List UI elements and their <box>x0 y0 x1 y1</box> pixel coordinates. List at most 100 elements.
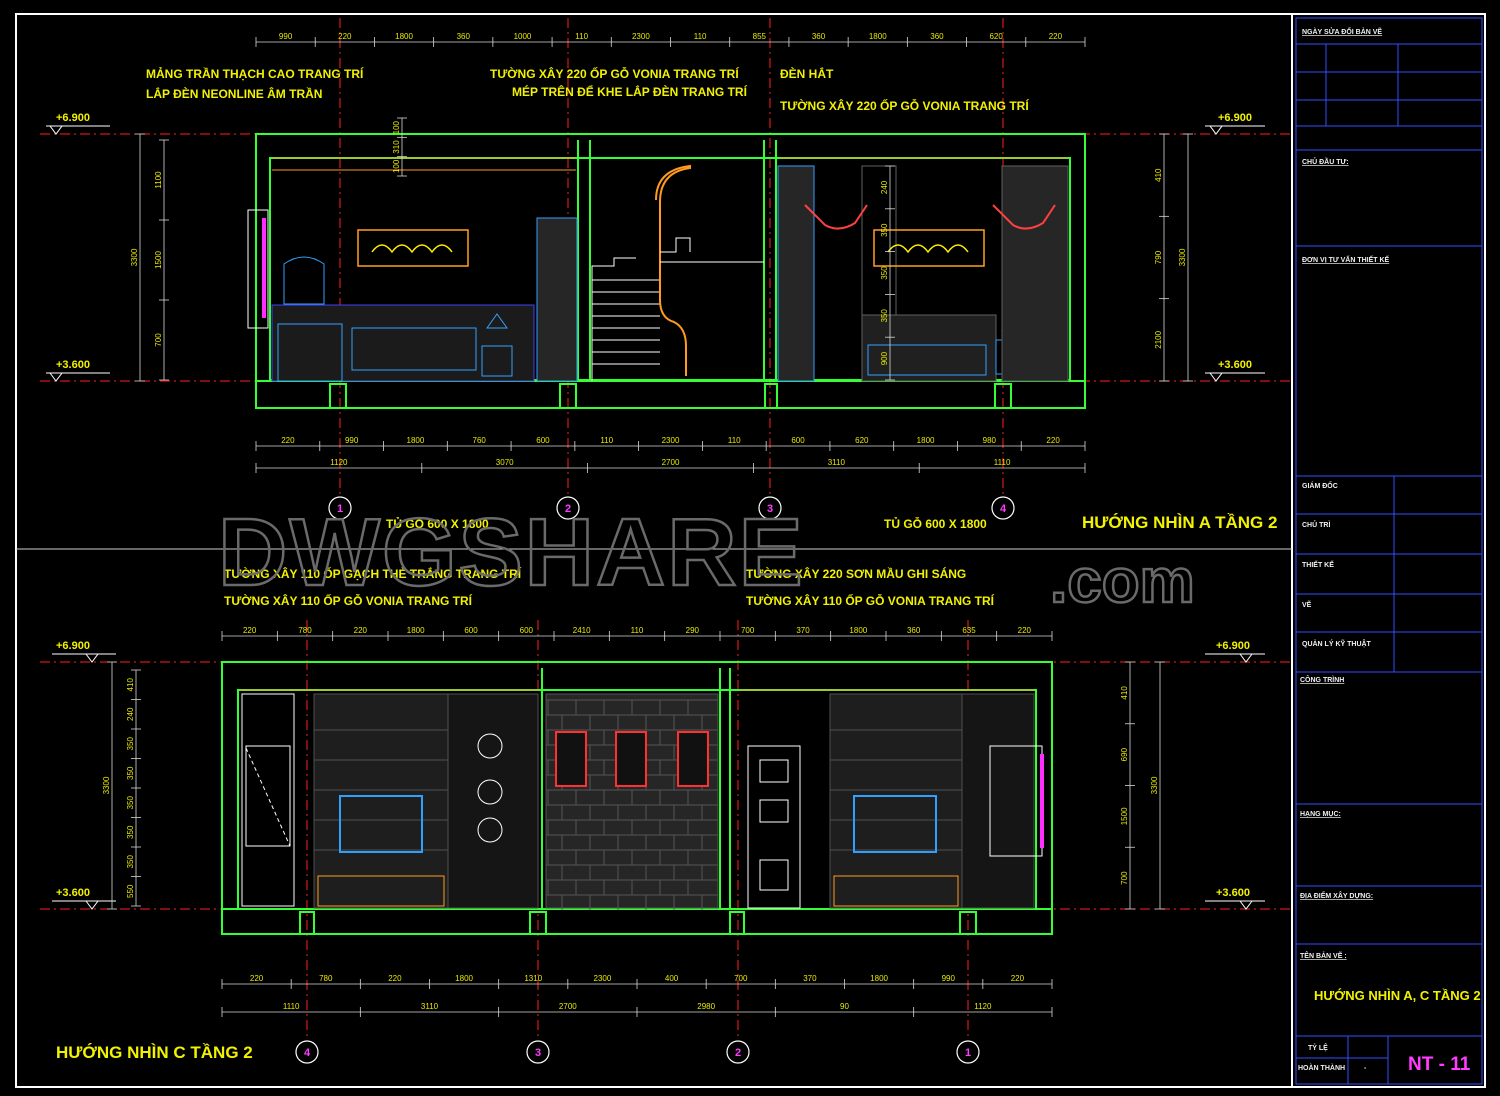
view-title: HƯỚNG NHÌN C TẦNG 2 <box>56 1043 253 1062</box>
annotations-c: TƯỜNG XÂY 110 ỐP GẠCH THẺ TRẮNG TRANG TR… <box>56 566 995 1062</box>
axis-number: 4 <box>304 1047 311 1059</box>
dimension-label: 220 <box>338 32 352 41</box>
qc-label: QUẢN LÝ KỸ THUẬT <box>1302 639 1372 648</box>
drafter-label: VẼ <box>1302 600 1312 609</box>
dimension-label: 3110 <box>828 458 846 467</box>
dimension-label: 410 <box>1120 686 1129 700</box>
dimension-label: 2700 <box>662 458 680 467</box>
dimension-label: 1100 <box>154 171 163 189</box>
dimension-label: 700 <box>1120 871 1129 885</box>
location-label: ĐỊA ĐIỂM XÂY DỰNG: <box>1300 891 1373 900</box>
annotations-a: MẢNG TRẦN THẠCH CAO TRANG TRÍ LẮP ĐÈN NE… <box>146 66 1277 532</box>
bedroom-1 <box>271 217 578 382</box>
dimension-label: 3070 <box>496 458 514 467</box>
dimension-label: 240 <box>880 180 889 194</box>
dimension-label: 620 <box>989 32 1003 41</box>
dimension-label: 370 <box>796 626 810 635</box>
dimension-label: 620 <box>855 436 869 445</box>
dimension-label: 700 <box>154 333 163 347</box>
tv-cabinet <box>317 875 445 907</box>
dimension-label: 1120 <box>330 458 348 467</box>
wall-outline-c <box>221 661 1053 935</box>
dimension-label: 220 <box>1049 32 1063 41</box>
dimension-label: 1800 <box>407 436 425 445</box>
dimension-label: 350 <box>126 766 135 780</box>
window-frame <box>1040 754 1044 848</box>
door <box>747 745 801 909</box>
dimension-label: 410 <box>1154 168 1163 182</box>
elevation-view-a: +6.900 +3.600 +6.900 +3.600 <box>40 18 1290 532</box>
wall-art <box>873 229 985 267</box>
dimension-label: 110 <box>631 626 644 635</box>
watermark-text: DWGSHARE <box>218 499 805 606</box>
brick-wall <box>545 693 719 910</box>
dimension-label: 600 <box>464 626 478 635</box>
axis-bubble <box>328 496 352 520</box>
axis-bubble <box>295 1040 319 1064</box>
dimension-label: 2300 <box>662 436 680 445</box>
staircase-a <box>591 164 764 381</box>
axis-number: 3 <box>767 503 773 515</box>
dimension-label: 1800 <box>917 436 935 445</box>
sheet-number: NT - 11 <box>1408 1054 1471 1075</box>
dimension-label: 1800 <box>849 626 867 635</box>
dimension-label: 2300 <box>632 32 650 41</box>
sheet-name-label: TÊN BẢN VẼ : <box>1300 951 1347 960</box>
window-frame <box>262 218 266 318</box>
axis-number: 2 <box>735 1047 741 1059</box>
dimension-label: 100 <box>392 159 401 173</box>
axis-number: 1 <box>337 503 343 515</box>
bed <box>351 327 477 371</box>
level-markers-c: +6.900 +3.600 +6.900 +3.600 <box>52 640 1265 910</box>
dimension-label: 3110 <box>421 1002 439 1011</box>
dimension-label: 1000 <box>514 32 532 41</box>
dimension-label: 310 <box>392 140 401 154</box>
lead-label: CHỦ TRÌ <box>1302 520 1330 529</box>
item-label: HẠNG MỤC: <box>1300 811 1341 818</box>
tv-screen <box>853 795 937 853</box>
revision-label: NGÀY SỬA ĐỔI BẢN VẼ <box>1302 27 1382 36</box>
dimension-label: 220 <box>1046 436 1060 445</box>
level-label: +6.900 <box>1218 112 1252 124</box>
sheet-frame <box>15 13 1486 1088</box>
complete-value: - <box>1364 1065 1367 1072</box>
dimension-label: 220 <box>281 436 295 445</box>
owner-label: CHỦ ĐẦU TƯ: <box>1302 156 1349 166</box>
light-fixture <box>992 204 1056 230</box>
dimension-label: 790 <box>1154 250 1163 264</box>
bed <box>867 344 987 376</box>
dimension-label: 350 <box>126 796 135 810</box>
lamp <box>486 313 508 329</box>
consultant-label: ĐƠN VỊ TƯ VẤN THIẾT KẾ <box>1302 254 1390 264</box>
dimension-label: 990 <box>942 974 956 983</box>
picture-frame <box>677 731 709 787</box>
axis-bubble <box>758 496 782 520</box>
dimension-label: 700 <box>734 974 748 983</box>
title-block: NGÀY SỬA ĐỔI BẢN VẼ CHỦ ĐẦU TƯ: ĐƠN VỊ T… <box>1295 17 1483 1085</box>
axis-bubble <box>726 1040 750 1064</box>
dimension-label: 350 <box>126 737 135 751</box>
axis-number: 2 <box>565 503 571 515</box>
dimension-label: 1310 <box>524 974 542 983</box>
dimension-label: 360 <box>930 32 944 41</box>
dimension-label: 855 <box>753 32 767 41</box>
dimension-label: 1500 <box>154 251 163 269</box>
wardrobe <box>536 217 578 382</box>
dressing-table <box>277 323 343 382</box>
dimension-label: 1800 <box>407 626 425 635</box>
annotation: TƯỜNG XÂY 220 SƠN MẦU GHI SÁNG <box>746 566 966 581</box>
picture-frame <box>555 731 587 787</box>
dimension-label: 90 <box>840 1002 849 1011</box>
dimension-label: 1120 <box>974 1002 992 1011</box>
watermark-suffix: .com <box>1050 547 1195 616</box>
dimension-label: 370 <box>803 974 817 983</box>
annotation: TỦ GỖ 600 X 1800 <box>884 516 987 531</box>
dimension-label: 240 <box>126 707 135 721</box>
dimension-label: 3300 <box>130 248 139 266</box>
dimension-label: 700 <box>741 626 755 635</box>
dimension-label: 110 <box>600 436 613 445</box>
